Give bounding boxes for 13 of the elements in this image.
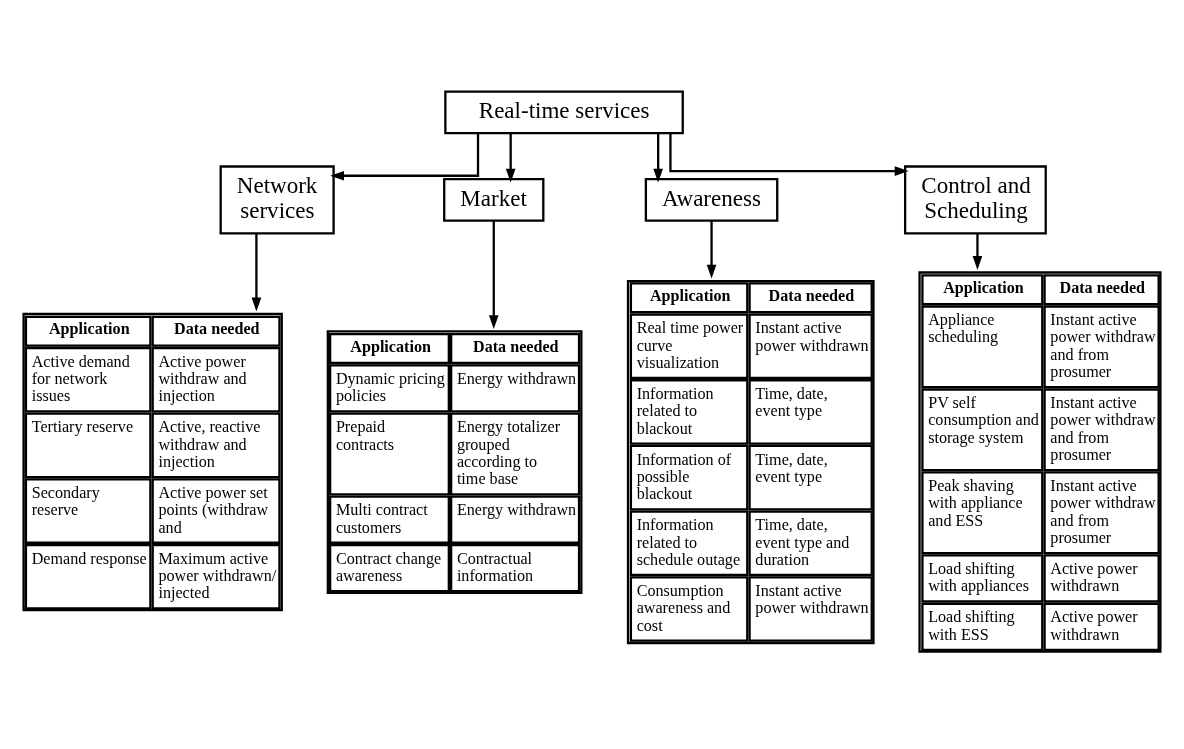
arrow xyxy=(706,220,717,279)
arrow xyxy=(972,233,983,270)
arrow xyxy=(488,220,499,329)
arrow xyxy=(505,133,516,183)
arrow xyxy=(669,133,909,176)
arrow xyxy=(653,133,663,183)
node-box: Network services xyxy=(219,165,335,235)
node-box: Awareness xyxy=(644,178,779,222)
arrow xyxy=(251,233,262,312)
arrow xyxy=(330,133,480,181)
node-box: Control and Scheduling xyxy=(904,165,1047,235)
node-box: Real-time services xyxy=(444,90,684,135)
node-box: Market xyxy=(443,178,545,222)
